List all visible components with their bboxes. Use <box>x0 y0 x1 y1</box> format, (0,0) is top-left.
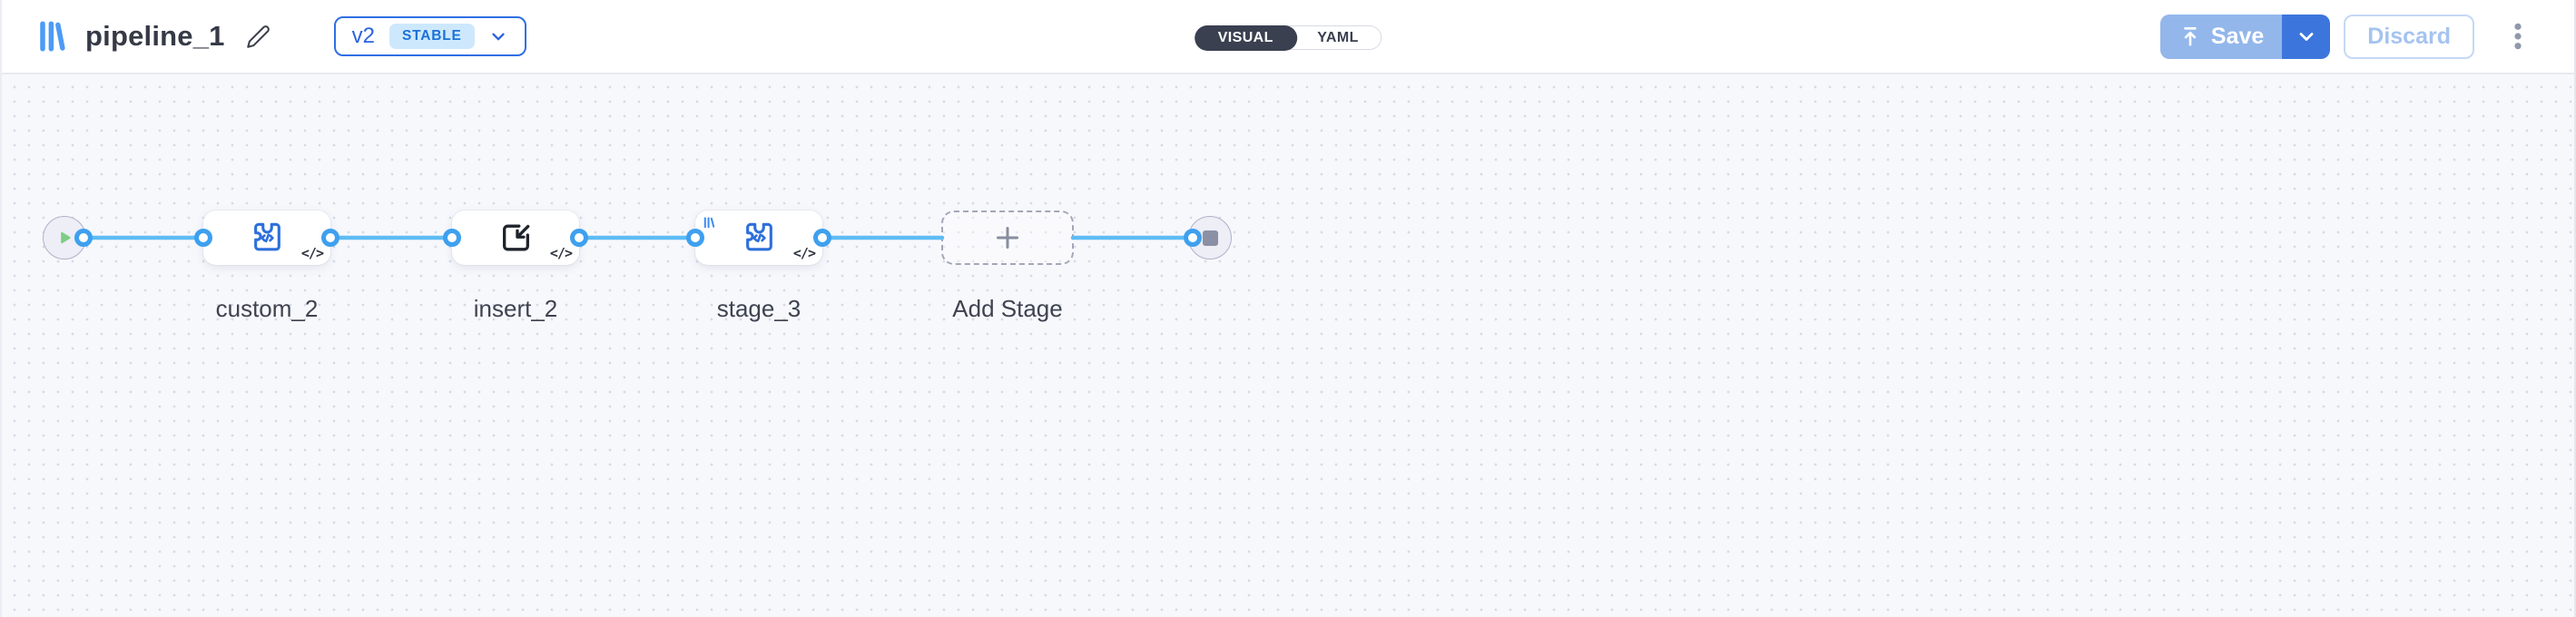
add-stage-label: Add Stage <box>952 295 1063 322</box>
stage-label: insert_2 <box>473 295 558 322</box>
kebab-menu-icon[interactable] <box>2502 16 2534 56</box>
stage-node-custom_2: </> custom_2 <box>203 211 330 323</box>
stop-icon <box>1202 230 1218 246</box>
stage-card[interactable]: </> <box>695 211 822 265</box>
pipeline-connections <box>74 229 1202 247</box>
view-mode-toggle: VISUAL YAML <box>1194 24 1381 51</box>
version-selector[interactable]: v2 STABLE <box>333 16 526 56</box>
save-options-button[interactable] <box>2282 14 2331 59</box>
save-split-button: Save <box>2159 14 2331 59</box>
import-icon <box>502 224 529 251</box>
add-stage-button[interactable] <box>941 211 1074 265</box>
code-glyph-icon: </> <box>300 245 324 261</box>
plus-icon <box>997 227 1018 249</box>
pipeline-start-node[interactable] <box>43 216 86 260</box>
version-label: v2 <box>351 24 375 48</box>
status-badge: STABLE <box>388 24 475 49</box>
stage-label: stage_3 <box>716 295 801 322</box>
pipeline-title: pipeline_1 <box>85 20 225 52</box>
pencil-icon[interactable] <box>243 21 274 52</box>
pipeline-end-node[interactable] <box>1188 216 1232 260</box>
puzzle-code-icon <box>745 222 772 251</box>
play-icon <box>61 231 71 244</box>
stage-card[interactable]: </> <box>452 211 579 265</box>
tab-yaml[interactable]: YAML <box>1317 30 1359 45</box>
library-icon <box>703 216 716 230</box>
stage-label: custom_2 <box>215 295 319 322</box>
toolbar-actions: Save Discard <box>2159 14 2534 59</box>
puzzle-code-icon <box>253 222 280 251</box>
top-toolbar: pipeline_1 v2 STABLE VISUAL YAML Save <box>2 0 2574 74</box>
code-glyph-icon: </> <box>792 245 816 261</box>
stage-node-stage_3: </> stage_3 <box>695 211 822 323</box>
tab-visual[interactable]: VISUAL <box>1194 24 1297 51</box>
add-stage-node: Add Stage <box>941 211 1074 323</box>
save-button-label: Save <box>2210 23 2265 49</box>
upload-icon <box>2184 27 2197 46</box>
discard-button[interactable]: Discard <box>2344 14 2474 59</box>
pipeline-canvas[interactable]: </> custom_2 </> insert_2 <box>2 74 2574 617</box>
app-logo-library-icon <box>38 20 65 53</box>
stage-card[interactable]: </> <box>203 211 330 265</box>
chevron-down-icon <box>488 26 508 46</box>
code-glyph-icon: </> <box>549 245 573 261</box>
stage-node-insert_2: </> insert_2 <box>452 211 579 323</box>
save-button[interactable]: Save <box>2159 14 2283 59</box>
chevron-down-icon <box>2299 33 2314 41</box>
